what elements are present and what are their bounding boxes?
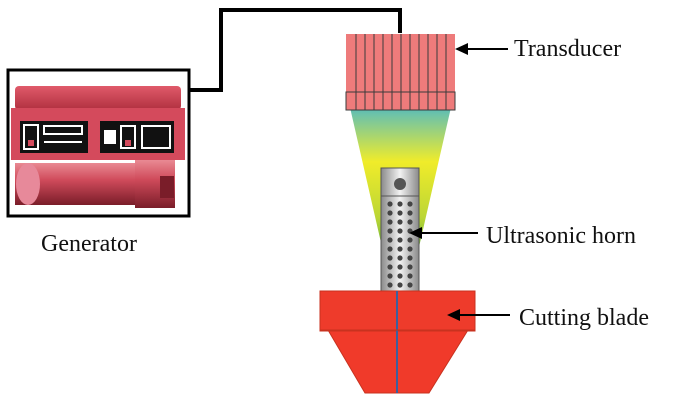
horn-stack-hole [397, 210, 403, 216]
generator-display-bar [43, 125, 83, 135]
horn-stack-hole [387, 264, 393, 270]
generator-switch-white [104, 130, 116, 144]
horn-stack-hole [387, 228, 393, 234]
horn-stack-hole [397, 228, 403, 234]
pointer-arrows [409, 43, 510, 321]
horn-stack-hole [387, 246, 393, 252]
horn-stack-hole [397, 273, 403, 279]
horn-stack-hole [407, 255, 413, 261]
connection-cable [189, 8, 402, 92]
horn-stack-hole [397, 282, 403, 288]
horn-stack-hole [397, 219, 403, 225]
generator-indicator-light [28, 140, 34, 146]
horn-stack-holes [387, 201, 413, 288]
horn-stack-hole [387, 255, 393, 261]
generator-right-display [141, 125, 171, 149]
horn-stack-hole [407, 282, 413, 288]
cutting-blade-label: Cutting blade [519, 305, 649, 331]
transducer-base [345, 91, 456, 111]
generator-switch-box [120, 125, 136, 149]
horn-stack-bolt [394, 178, 406, 190]
horn-stack-hole [387, 237, 393, 243]
horn-stack-hole [407, 246, 413, 252]
horn-stack-hole [407, 273, 413, 279]
horn-stack-hole [407, 264, 413, 270]
generator-label: Generator [41, 231, 137, 257]
horn-stack-hole [397, 264, 403, 270]
horn-stack-hole [407, 219, 413, 225]
ultrasonic-horn-label: Ultrasonic horn [486, 223, 636, 249]
cutting-blade [319, 290, 476, 394]
horn-stack-hole [387, 210, 393, 216]
generator-motor-shadow [160, 176, 174, 198]
generator-top-cap [15, 86, 181, 110]
horn-stack-hole [397, 201, 403, 207]
horn-stack-hole [397, 237, 403, 243]
generator-roller-end [16, 163, 40, 205]
transducer-label: Transducer [514, 36, 622, 62]
horn-stack [380, 167, 420, 293]
arrow-horn-head [409, 227, 422, 239]
horn-stack-hole [387, 219, 393, 225]
horn-stack-hole [397, 246, 403, 252]
horn-stack-hole [387, 201, 393, 207]
transducer [345, 34, 456, 111]
arrow-blade-head [447, 309, 460, 321]
horn-stack-hole [397, 255, 403, 261]
horn-stack-hole [387, 282, 393, 288]
horn-stack-hole [407, 237, 413, 243]
generator [6, 68, 191, 218]
generator-switch-light [125, 140, 131, 146]
horn-stack-hole [387, 273, 393, 279]
horn-stack-hole [407, 201, 413, 207]
arrow-transducer-head [455, 43, 468, 55]
generator-left-panel-inner [23, 124, 39, 150]
horn-stack-hole [407, 210, 413, 216]
